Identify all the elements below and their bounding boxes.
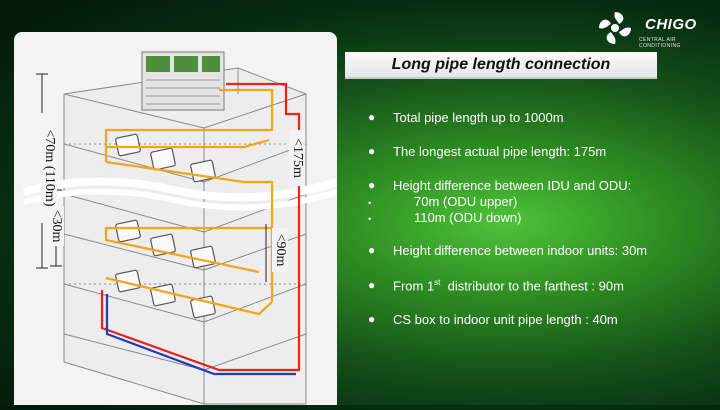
- brand-name: CHIGO: [645, 16, 697, 33]
- bullet-icon: ●: [368, 278, 376, 292]
- sub-bullet-icon: •: [368, 213, 372, 224]
- liquid-pipe: [104, 88, 274, 316]
- chigo-logo-icon: [599, 12, 631, 44]
- sub-bullet-icon: •: [368, 197, 372, 208]
- outdoor-unit: [141, 51, 225, 111]
- bullet-icon: ●: [368, 144, 376, 158]
- label-indoor-height-diff: <30m: [48, 206, 64, 246]
- break-line: [23, 188, 338, 211]
- sub-list-item: •110m (ODU down): [368, 210, 522, 225]
- slide-title: Long pipe length connection: [345, 52, 657, 79]
- brand-logo-block: CHIGO CENTRAL AIR CONDITIONING: [597, 6, 717, 49]
- label-longest-pipe: <175m: [289, 130, 305, 186]
- sub-list-item: •70m (ODU upper): [368, 194, 518, 209]
- pipe-diagram: [22, 51, 339, 405]
- bullet-icon: ●: [368, 312, 376, 326]
- bullet-icon: ●: [368, 178, 376, 192]
- pipe-diagram-panel: <70m (110m) <30m <175m <90m: [14, 32, 339, 405]
- break-line: [22, 177, 339, 202]
- gas-pipe: [100, 82, 301, 372]
- label-first-distributor: <90m: [272, 228, 288, 272]
- return-pipe: [105, 294, 296, 376]
- building-frame: [63, 67, 307, 405]
- bullet-icon: ●: [368, 243, 376, 257]
- brand-tagline: CENTRAL AIR CONDITIONING: [639, 37, 681, 49]
- bullet-icon: ●: [368, 110, 376, 124]
